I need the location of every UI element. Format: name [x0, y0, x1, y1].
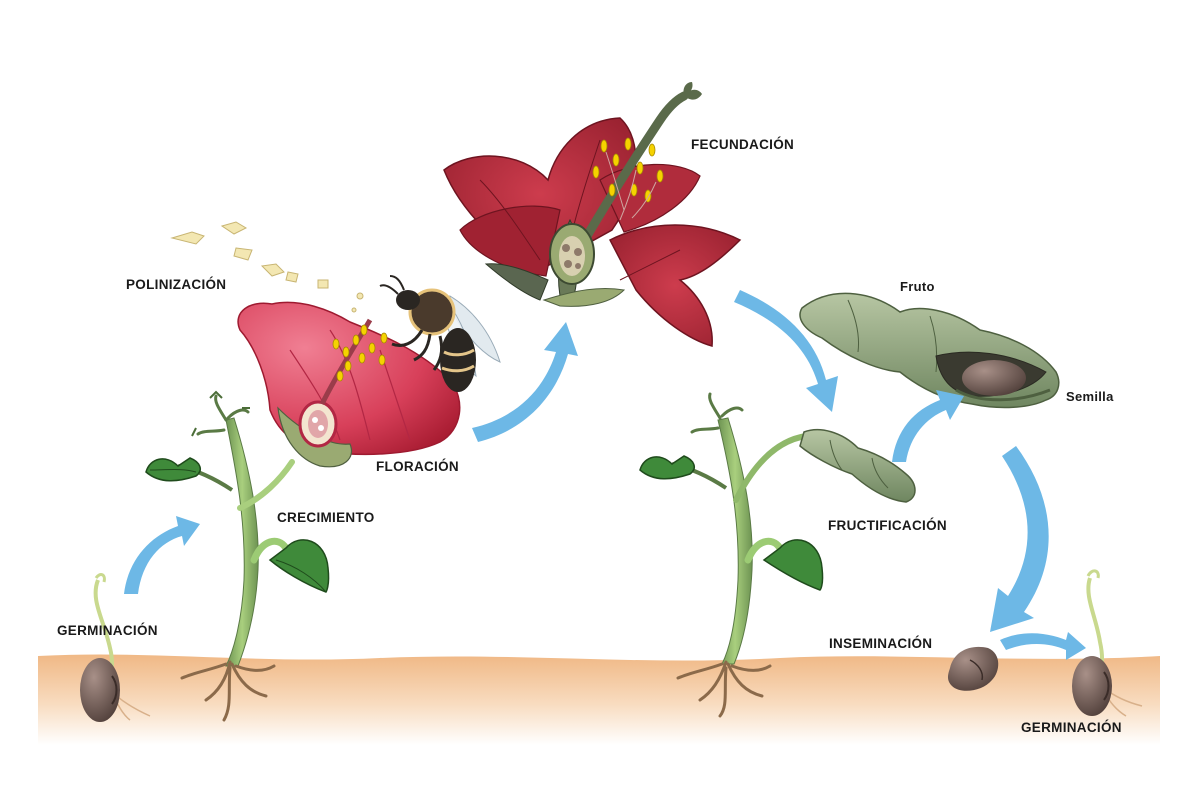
falling-seed [948, 646, 999, 691]
label-growth: CRECIMIENTO [277, 510, 375, 525]
label-fertilization: FECUNDACIÓN [691, 137, 795, 152]
germinating-seed-left [80, 573, 151, 722]
label-germination-left: GERMINACIÓN [57, 623, 158, 638]
growing-plant [145, 390, 330, 722]
arrow-fruit-to-pod [892, 390, 964, 462]
soil-ground [38, 654, 1160, 745]
cycle-arrows [124, 290, 1086, 660]
fruiting-plant [639, 392, 916, 718]
arrow-insemination-to-germination [1000, 632, 1086, 660]
germinating-seed-right [1072, 569, 1143, 717]
label-germination-right: GERMINACIÓN [1021, 720, 1122, 735]
label-pollination: POLINIZACIÓN [126, 277, 227, 292]
label-insemination: INSEMINACIÓN [829, 636, 933, 651]
bee-icon [379, 275, 501, 392]
fertilization-flower [443, 82, 742, 347]
arrow-seed-to-insemination [990, 446, 1049, 632]
fruit-pod-large [799, 292, 1060, 409]
arrow-germination-to-growth [124, 516, 200, 594]
label-flowering: FLORACIÓN [376, 459, 459, 474]
label-fruit: Fruto [900, 279, 935, 294]
label-seed: Semilla [1066, 389, 1114, 404]
flowering-flower [237, 301, 461, 468]
arrow-flowering-to-fertilization [472, 322, 578, 442]
pollen-trail [170, 221, 364, 313]
label-fructification: FRUCTIFICACIÓN [828, 518, 947, 533]
arrow-fertilization-to-fruit [734, 290, 838, 412]
